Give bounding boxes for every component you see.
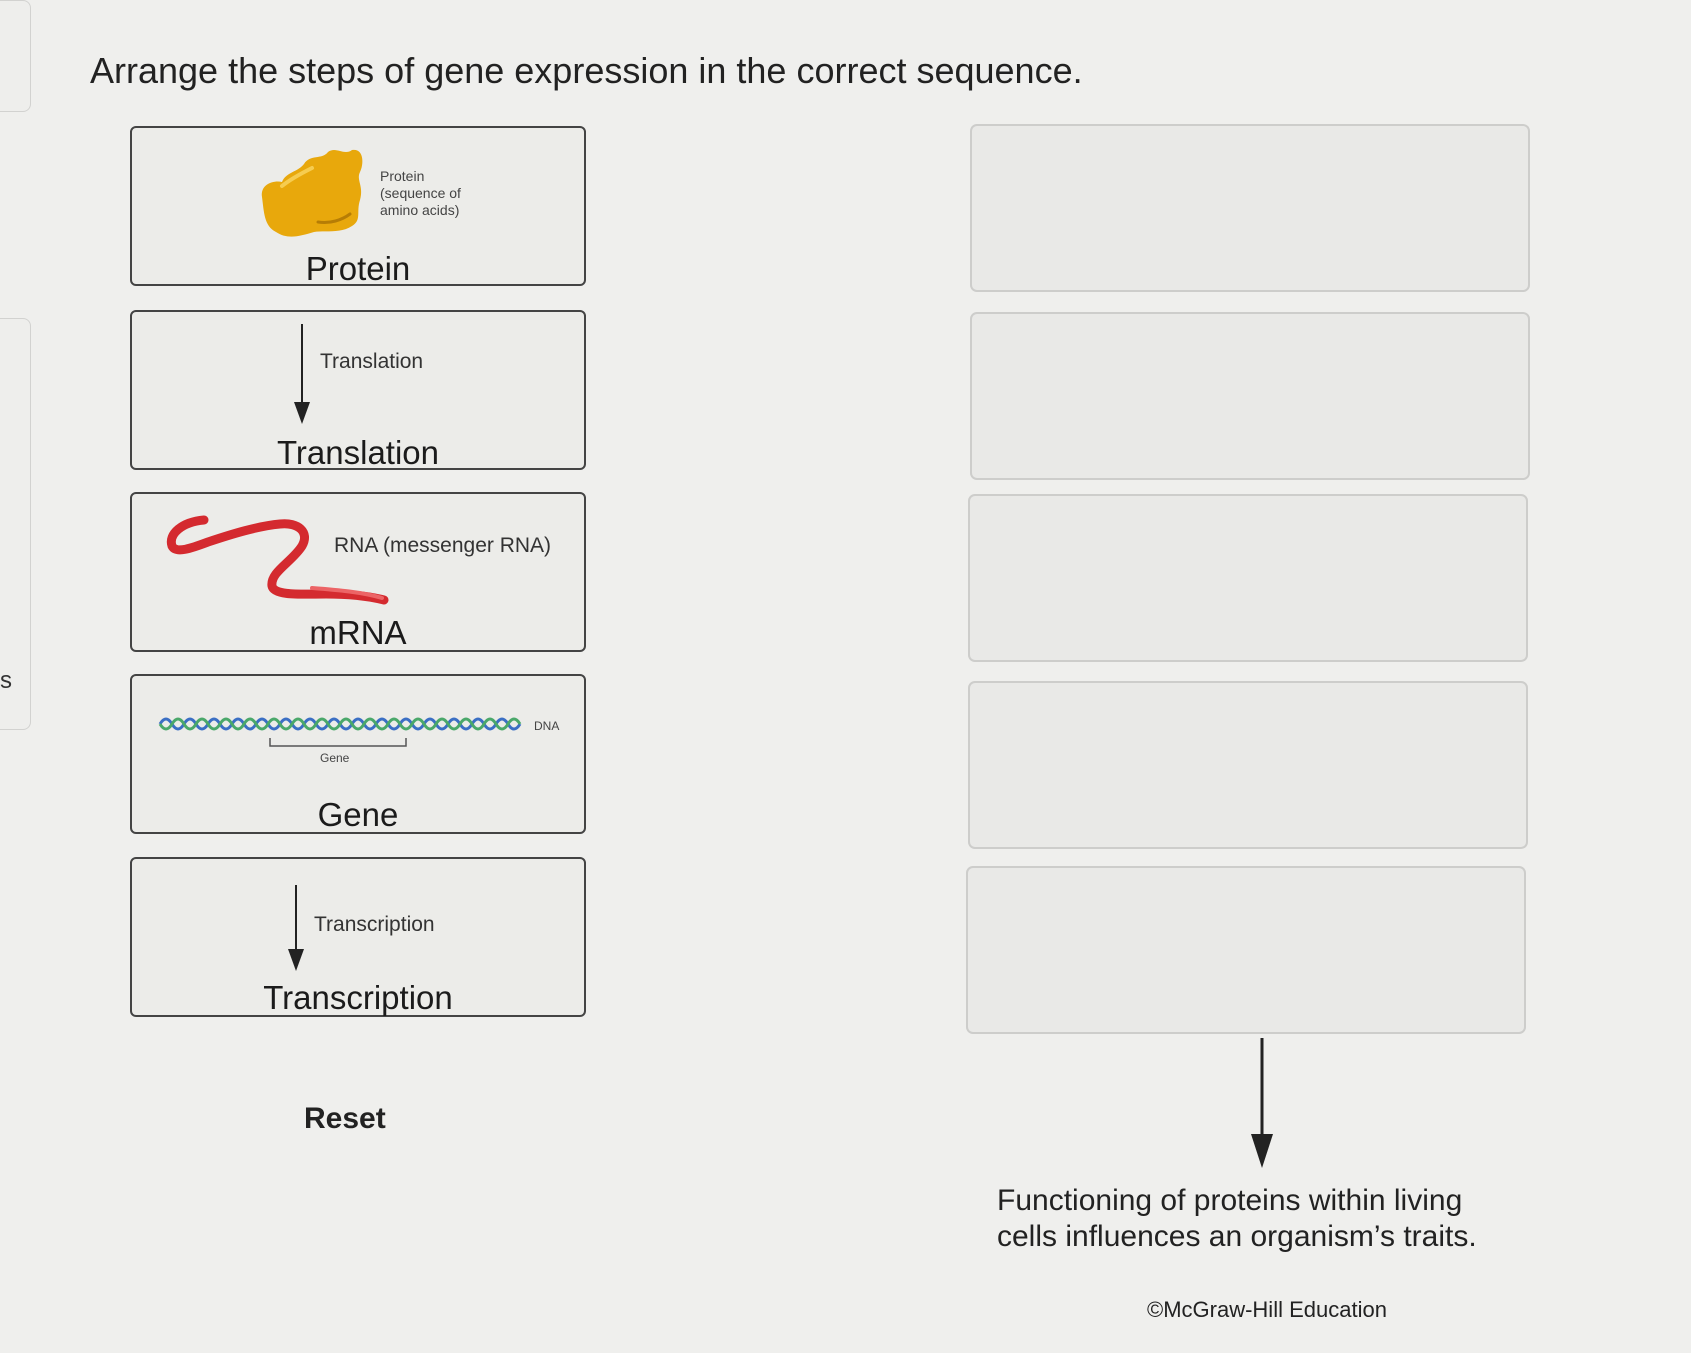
card-transcription[interactable]: Transcription Transcription [130,857,586,1017]
card-label: mRNA [309,614,407,651]
drop-target-1[interactable] [970,124,1530,292]
card-translation[interactable]: Translation Translation [130,310,586,471]
copyright-text: ©McGraw-Hill Education [1147,1297,1387,1322]
mrna-caption: RNA (messenger RNA) [334,534,552,557]
translation-caption: Translation [320,350,424,373]
conclusion-text: Functioning of proteins within living ce… [997,1184,1477,1253]
drop-target-4[interactable] [968,681,1528,849]
drop-target-3[interactable] [968,494,1528,662]
down-arrow-icon [294,324,310,424]
card-protein[interactable]: Protein (sequence of amino acids) Protei… [130,126,586,287]
dna-helix-icon [158,717,522,731]
mrna-ribbon-icon [166,515,389,605]
card-label: Gene [317,796,399,833]
card-label: Protein [305,250,411,287]
down-arrow-icon [1251,1038,1273,1168]
drop-target-5[interactable] [966,866,1526,1034]
card-gene[interactable]: DNA Gene Gene [130,674,586,834]
protein-caption: Protein (sequence of amino acids) [380,168,461,218]
card-mrna[interactable]: RNA (messenger RNA) mRNA [130,492,586,652]
gene-caption: Gene [320,751,350,765]
edge-tab-middle [0,318,31,730]
instruction-title: Arrange the steps of gene expression in … [90,50,1083,91]
down-arrow-icon [288,885,304,971]
edge-tab-top [0,0,31,112]
card-label: Translation [276,434,440,471]
card-label: Transcription [263,979,453,1016]
transcription-caption: Transcription [314,913,435,936]
gene-bracket-icon [269,738,407,747]
drop-target-2[interactable] [970,312,1530,480]
protein-blob-icon [261,149,363,237]
reset-button[interactable]: Reset [304,1102,386,1135]
dna-caption: DNA [534,719,560,733]
edge-letter: s [0,667,12,694]
